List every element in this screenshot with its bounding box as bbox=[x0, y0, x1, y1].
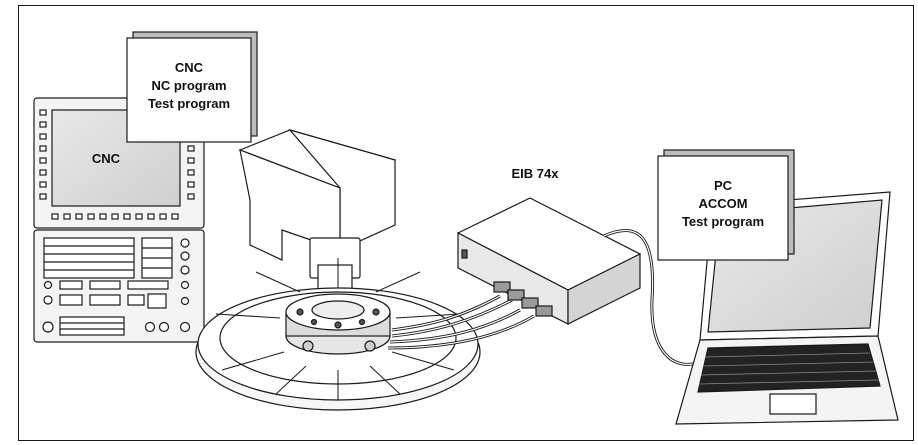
cnc-note-line-3: Test program bbox=[148, 96, 230, 111]
cnc-note-line-2: NC program bbox=[151, 78, 226, 93]
pc-keyboard bbox=[697, 343, 881, 393]
rotary-table bbox=[195, 258, 481, 411]
pc-note-line-2: ACCOM bbox=[698, 196, 747, 211]
eib-pc-cable-inner bbox=[603, 229, 701, 365]
pc-touchpad bbox=[769, 393, 817, 415]
cnc-program-note: CNC NC program Test program bbox=[126, 31, 258, 143]
pc-note-line-1: PC bbox=[714, 178, 733, 193]
cnc-softkeys bbox=[39, 109, 195, 220]
cnc-screen-label: CNC bbox=[92, 151, 121, 166]
pc-program-note: PC ACCOM Test program bbox=[657, 149, 795, 261]
eib-device-label: EIB 74x bbox=[512, 166, 560, 181]
pc-note-line-3: Test program bbox=[682, 214, 764, 229]
pc-keyboard-rows bbox=[698, 352, 880, 385]
sensor-cables-inner bbox=[387, 295, 535, 349]
cnc-note-line-1: CNC bbox=[175, 60, 204, 75]
table-slots bbox=[215, 258, 461, 400]
cnc-keys bbox=[42, 237, 191, 336]
eib-connectors bbox=[493, 281, 553, 317]
eib-device bbox=[456, 197, 642, 325]
machine-spindle bbox=[238, 128, 397, 311]
